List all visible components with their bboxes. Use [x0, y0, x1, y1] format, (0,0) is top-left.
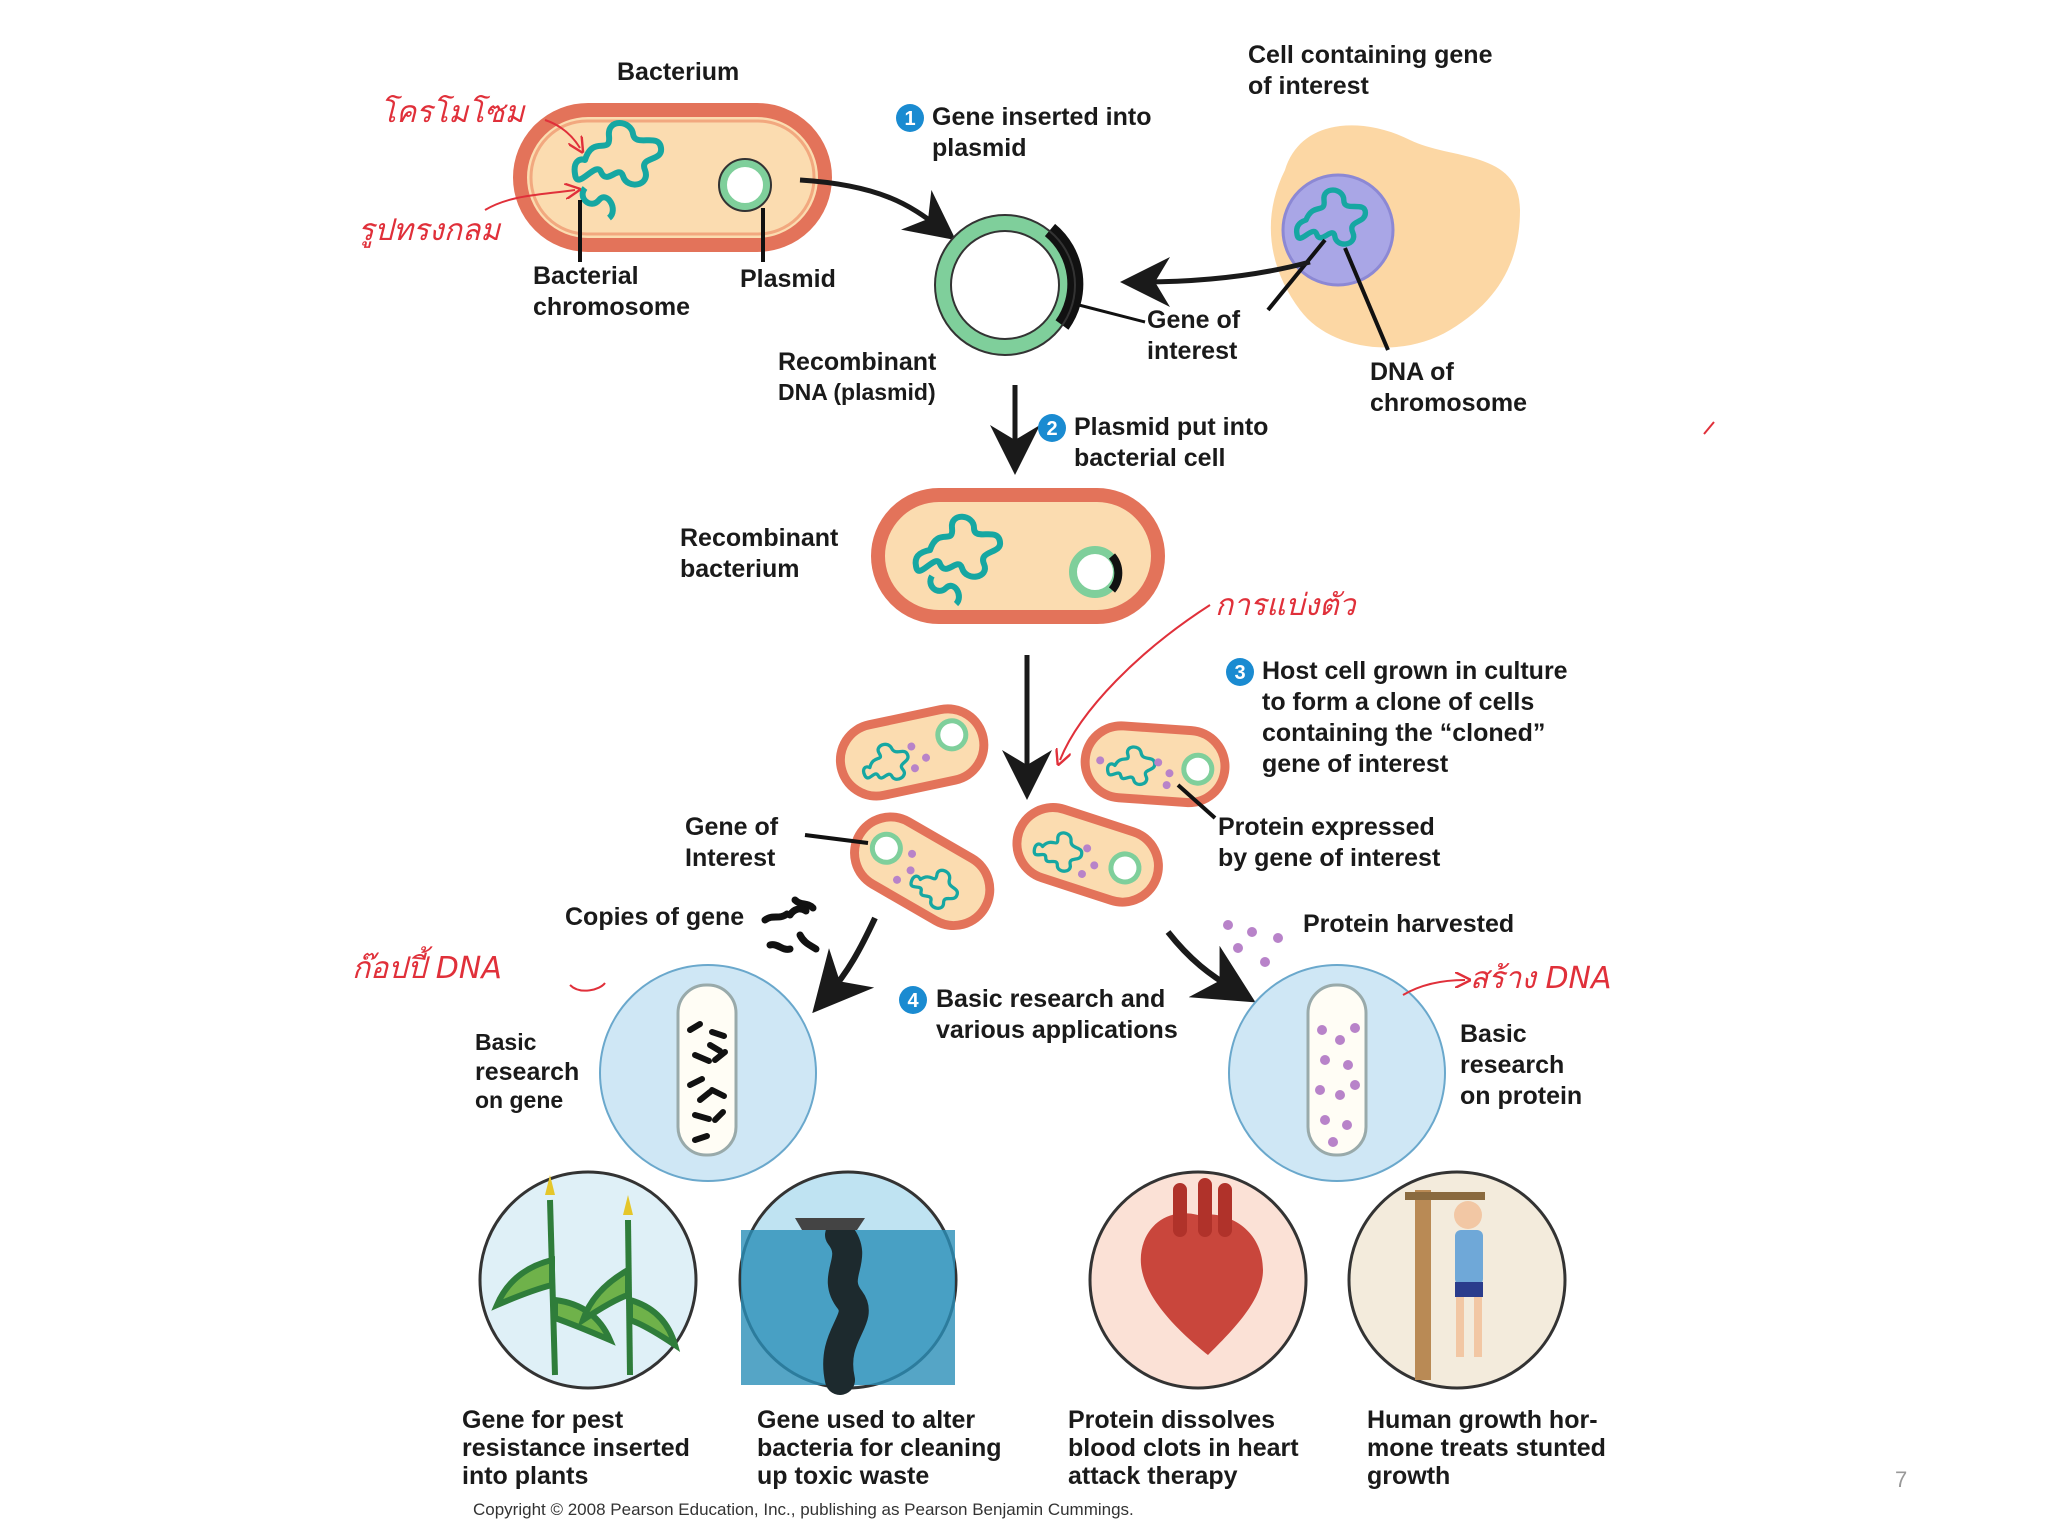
- app-plants-circle: [478, 1170, 698, 1390]
- app2-label-1: Gene used to alter: [757, 1406, 975, 1434]
- app-waste-circle: [738, 1170, 958, 1395]
- copyright-text: Copyright © 2008 Pearson Education, Inc.…: [473, 1500, 1134, 1519]
- child-icon: [1454, 1201, 1482, 1229]
- height-ruler-icon: [1415, 1190, 1431, 1380]
- step4-label-line1: Basic research and: [936, 985, 1165, 1013]
- recombinant-bacterium-label-2: bacterium: [680, 555, 799, 583]
- gene-of-interest-top-label-2: interest: [1147, 337, 1238, 365]
- step3-number: 3: [1234, 662, 1245, 684]
- annotation-plasmid: รูปทรงกลม: [358, 213, 502, 248]
- arrow-to-protein-research: [1165, 930, 1256, 1003]
- recombinant-bacterium-label: Recombinant: [680, 524, 839, 552]
- step4-number: 4: [907, 990, 919, 1012]
- annotation-division-arrow: [1060, 604, 1211, 760]
- protein-expressed-label: Protein expressed: [1218, 813, 1435, 841]
- recombinant-dna-label-2: DNA (plasmid): [778, 379, 936, 405]
- gene-research-circle: [599, 964, 817, 1182]
- test-tube-gene-icon: [676, 983, 738, 1157]
- copies-of-gene-label: Copies of gene: [565, 903, 744, 931]
- step3-label-line2: to form a clone of cells: [1262, 688, 1534, 716]
- annotation-copy-dna: ก๊อปปี้ DNA: [352, 946, 502, 986]
- basic-protein-label-3: on protein: [1460, 1082, 1582, 1110]
- protein-harvested-label: Protein harvested: [1303, 910, 1514, 938]
- step4-label-line2: various applications: [936, 1016, 1178, 1044]
- app2-label-2: bacteria for cleaning: [757, 1434, 1002, 1462]
- bacterium-label: Bacterium: [617, 58, 739, 86]
- app4-label-3: growth: [1367, 1462, 1450, 1490]
- step1-label-line2: plasmid: [932, 134, 1026, 162]
- annotation-build-dna: สร้าง DNA: [1470, 961, 1612, 996]
- app-growth-circle: [1347, 1170, 1567, 1390]
- host-chromosome-icon: [1293, 187, 1369, 247]
- heart-icon: [1140, 1213, 1263, 1355]
- dna-chromosome-label-2: chromosome: [1370, 389, 1527, 417]
- step2-label-line2: bacterial cell: [1074, 444, 1225, 472]
- basic-gene-label-2: research: [475, 1058, 579, 1086]
- basic-gene-label-1: Basic: [475, 1029, 537, 1055]
- step1-number: 1: [904, 108, 915, 130]
- bacterium-cell: [513, 103, 832, 252]
- gene-copies-icon: [761, 896, 820, 953]
- protein-research-circle: [1228, 964, 1446, 1182]
- step1-badge: [896, 104, 924, 132]
- corn-plant-icon: [491, 1199, 681, 1376]
- plasmid-label: Plasmid: [740, 265, 836, 293]
- app1-label-3: into plants: [462, 1462, 588, 1490]
- clone-cell-4: [1012, 803, 1163, 907]
- cell-gene-label-2: of interest: [1248, 72, 1370, 100]
- app3-label-2: blood clots in heart: [1068, 1434, 1299, 1462]
- step2-badge: [1038, 414, 1066, 442]
- basic-gene-label-3: on gene: [475, 1087, 563, 1113]
- clone-cell-1: [835, 704, 989, 801]
- app3-label-1: Protein dissolves: [1068, 1406, 1275, 1434]
- step3-label-line3: containing the “cloned”: [1262, 719, 1545, 747]
- basic-protein-label-2: research: [1460, 1051, 1564, 1079]
- gene-of-interest-mid-label-2: Interest: [685, 844, 776, 872]
- app-heart-circle: [1088, 1170, 1308, 1390]
- test-tube-protein-icon: [1306, 983, 1368, 1157]
- step4-badge: [899, 986, 927, 1014]
- app3-label-3: attack therapy: [1068, 1462, 1238, 1490]
- app4-label-2: mone treats stunted: [1367, 1434, 1606, 1462]
- step1-label-line1: Gene inserted into: [932, 103, 1151, 131]
- ship-icon: [795, 1218, 865, 1230]
- protein-expressed-label-2: by gene of interest: [1218, 844, 1441, 872]
- gene-of-interest-mid-label: Gene of: [685, 813, 779, 841]
- step2-number: 2: [1046, 418, 1057, 440]
- step2-label-line1: Plasmid put into: [1074, 413, 1268, 441]
- app4-label-1: Human growth hor-: [1367, 1406, 1598, 1434]
- arrow-gene-to-plasmid: [1120, 256, 1311, 307]
- app1-label-2: resistance inserted: [462, 1434, 690, 1462]
- bacterial-chromosome-label-2: chromosome: [533, 293, 690, 321]
- oil-spill-icon: [823, 1220, 869, 1395]
- step3-badge: [1226, 658, 1254, 686]
- cell-gene-label: Cell containing gene: [1248, 41, 1493, 69]
- basic-protein-label-1: Basic: [1460, 1020, 1527, 1048]
- clone-cell-3: [850, 812, 995, 930]
- bacterial-chromosome-icon: [571, 120, 664, 221]
- recombinant-dna-label: Recombinant: [778, 348, 937, 376]
- clone-cell-2: [1080, 721, 1230, 808]
- arrow-to-gene-research: [812, 916, 878, 1014]
- dna-chromosome-label: DNA of: [1370, 358, 1454, 386]
- annotation-chromosome: โครโมโซม: [380, 94, 527, 130]
- app1-label-1: Gene for pest: [462, 1406, 624, 1434]
- recombinant-bacterium: [871, 488, 1165, 624]
- bacterial-chromosome-label: Bacterial: [533, 262, 639, 290]
- arrow-plasmid-to-recombinant: [799, 177, 956, 241]
- page-number: 7: [1895, 1467, 1907, 1492]
- plasmid-small-icon: [719, 159, 771, 211]
- protein-harvested-icon: [1223, 920, 1283, 967]
- step3-label-line1: Host cell grown in culture: [1262, 657, 1568, 685]
- app2-label-3: up toxic waste: [757, 1462, 929, 1490]
- step3-label-line4: gene of interest: [1262, 750, 1449, 778]
- annotation-mark: [1703, 421, 1715, 435]
- recombinant-plasmid: [934, 214, 1084, 356]
- gene-of-interest-top-label: Gene of: [1147, 306, 1241, 334]
- annotation-division: การแบ่งตัว: [1215, 588, 1358, 623]
- host-cell: [1270, 125, 1520, 348]
